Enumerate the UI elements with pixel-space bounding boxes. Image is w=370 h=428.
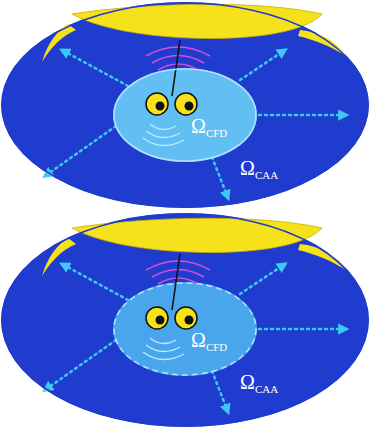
- scene-bottom: [42, 218, 346, 412]
- region-border: [2, 214, 368, 426]
- cfd-domain: ΩCFD: [113, 68, 257, 162]
- domain-ground: [1, 2, 369, 208]
- region-label: ΩCFD: [191, 116, 227, 139]
- region-border: [2, 3, 368, 207]
- region-label: ΩCAA: [240, 158, 278, 181]
- region-outline: [113, 68, 257, 162]
- caa-domain: ΩCFD ΩCAA: [1, 2, 369, 208]
- region-label: ΩCAA: [240, 372, 278, 395]
- cfd-domain: ΩCFD: [113, 282, 257, 376]
- region-outline: [1, 213, 369, 427]
- region-border: [114, 283, 256, 375]
- scene-top: [42, 4, 346, 198]
- region-outline: [1, 2, 369, 208]
- region-label: ΩCFD: [191, 330, 227, 353]
- domain-ground: [1, 213, 369, 427]
- region-outline: [113, 282, 257, 376]
- region-border: [114, 69, 256, 161]
- caa-domain: ΩCFD ΩCAA: [1, 213, 369, 427]
